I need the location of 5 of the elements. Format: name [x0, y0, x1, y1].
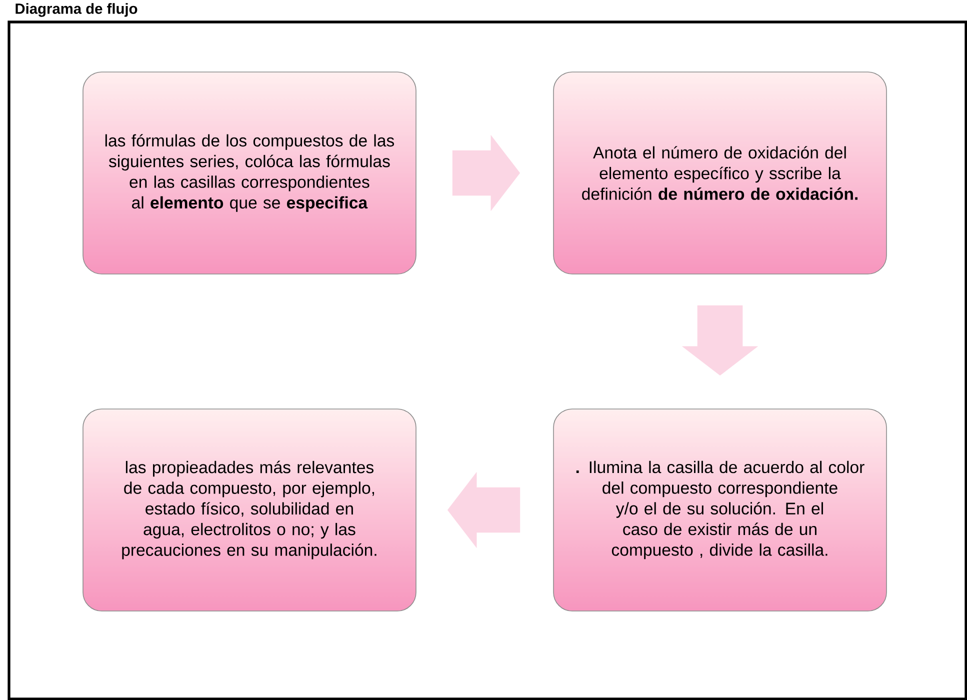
process-box: las fórmulas de los compuestos de las siguientes series, colóca las fórmulas en las casillas correspondientes al elemento que se especifica	[82, 72, 416, 274]
process-box: . Ilumina la casilla de acuerdo al color del compuesto correspondiente y/o el de su solución. En el caso de existir más de un compuesto , divide la casilla.	[553, 408, 887, 612]
process-box: las propieadades más relevantes de cada compuesto, por ejemplo, estado físico, solubilidad en agua, electrolitos o no; y las precauciones en su manipulación.	[82, 408, 416, 612]
title: Diagrama de flujo	[16, 3, 138, 17]
process-box: Anota el número de oxidación del elemento específico y sscribe la definición de número de oxidación.	[553, 72, 887, 274]
